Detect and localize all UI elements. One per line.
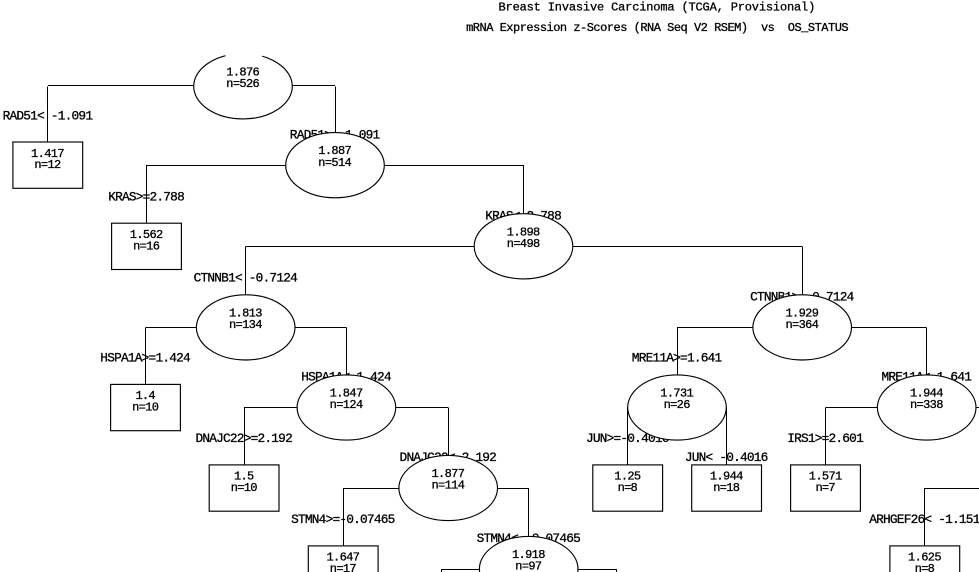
svg-text:1.847: 1.847 bbox=[330, 387, 364, 401]
svg-text:1.929: 1.929 bbox=[785, 306, 819, 320]
svg-text:n=338: n=338 bbox=[910, 398, 944, 412]
svg-text:STMN4>=-0.07465: STMN4>=-0.07465 bbox=[291, 512, 395, 527]
svg-text:IRS1>=2.601: IRS1>=2.601 bbox=[787, 431, 864, 446]
svg-text:n=134: n=134 bbox=[229, 318, 263, 332]
svg-text:1.898: 1.898 bbox=[507, 225, 541, 239]
svg-text:1.571: 1.571 bbox=[809, 470, 843, 484]
svg-text:1.625: 1.625 bbox=[908, 551, 942, 565]
svg-text:1.647: 1.647 bbox=[326, 551, 360, 565]
svg-text:n=18: n=18 bbox=[713, 481, 740, 495]
svg-text:n=514: n=514 bbox=[318, 156, 352, 170]
svg-text:1.918: 1.918 bbox=[512, 548, 546, 562]
svg-text:n=12: n=12 bbox=[34, 158, 61, 172]
svg-text:n=526: n=526 bbox=[226, 77, 260, 91]
svg-text:CTNNB1< -0.7124: CTNNB1< -0.7124 bbox=[194, 271, 299, 286]
svg-text:1.731: 1.731 bbox=[660, 387, 694, 401]
svg-text:n=10: n=10 bbox=[132, 401, 159, 415]
svg-text:HSPA1A>=1.424: HSPA1A>=1.424 bbox=[100, 351, 191, 366]
svg-text:n=8: n=8 bbox=[618, 481, 638, 495]
svg-text:n=498: n=498 bbox=[507, 237, 541, 251]
svg-text:1.417: 1.417 bbox=[31, 147, 65, 161]
svg-text:ARHGEF26< -1.151: ARHGEF26< -1.151 bbox=[869, 512, 979, 527]
svg-text:JUN< -0.4016: JUN< -0.4016 bbox=[685, 450, 768, 465]
svg-text:1.877: 1.877 bbox=[431, 467, 465, 481]
svg-text:1.944: 1.944 bbox=[710, 470, 744, 484]
svg-text:n=364: n=364 bbox=[785, 318, 819, 332]
svg-text:n=17: n=17 bbox=[330, 562, 357, 572]
svg-text:n=124: n=124 bbox=[330, 398, 364, 412]
svg-text:1.876: 1.876 bbox=[226, 65, 260, 79]
svg-text:1.887: 1.887 bbox=[318, 144, 352, 158]
svg-text:1.813: 1.813 bbox=[229, 306, 263, 320]
svg-text:1.4: 1.4 bbox=[135, 389, 155, 403]
svg-text:KRAS>=2.788: KRAS>=2.788 bbox=[108, 190, 185, 205]
svg-text:1.944: 1.944 bbox=[910, 387, 944, 401]
svg-text:n=10: n=10 bbox=[231, 481, 258, 495]
svg-text:1.25: 1.25 bbox=[614, 470, 641, 484]
svg-text:1.562: 1.562 bbox=[130, 228, 164, 242]
svg-text:1.5: 1.5 bbox=[234, 470, 254, 484]
svg-text:RAD51< -1.091: RAD51< -1.091 bbox=[3, 108, 94, 123]
svg-text:JUN>=-0.4016: JUN>=-0.4016 bbox=[586, 431, 669, 446]
svg-text:n=16: n=16 bbox=[133, 239, 160, 253]
svg-text:mRNA Expression z-Scores (RNA: mRNA Expression z-Scores (RNA Seq V2 RSE… bbox=[466, 21, 849, 35]
svg-text:n=97: n=97 bbox=[515, 560, 542, 572]
svg-text:Breast Invasive Carcinoma (TCG: Breast Invasive Carcinoma (TCGA, Provisi… bbox=[499, 0, 816, 14]
svg-text:DNAJC22>=2.192: DNAJC22>=2.192 bbox=[195, 431, 292, 446]
svg-text:MRE11A>=1.641: MRE11A>=1.641 bbox=[632, 351, 723, 366]
svg-text:n=7: n=7 bbox=[815, 481, 835, 495]
svg-text:n=8: n=8 bbox=[915, 562, 935, 572]
svg-text:n=114: n=114 bbox=[431, 479, 465, 493]
svg-text:n=26: n=26 bbox=[664, 398, 691, 412]
